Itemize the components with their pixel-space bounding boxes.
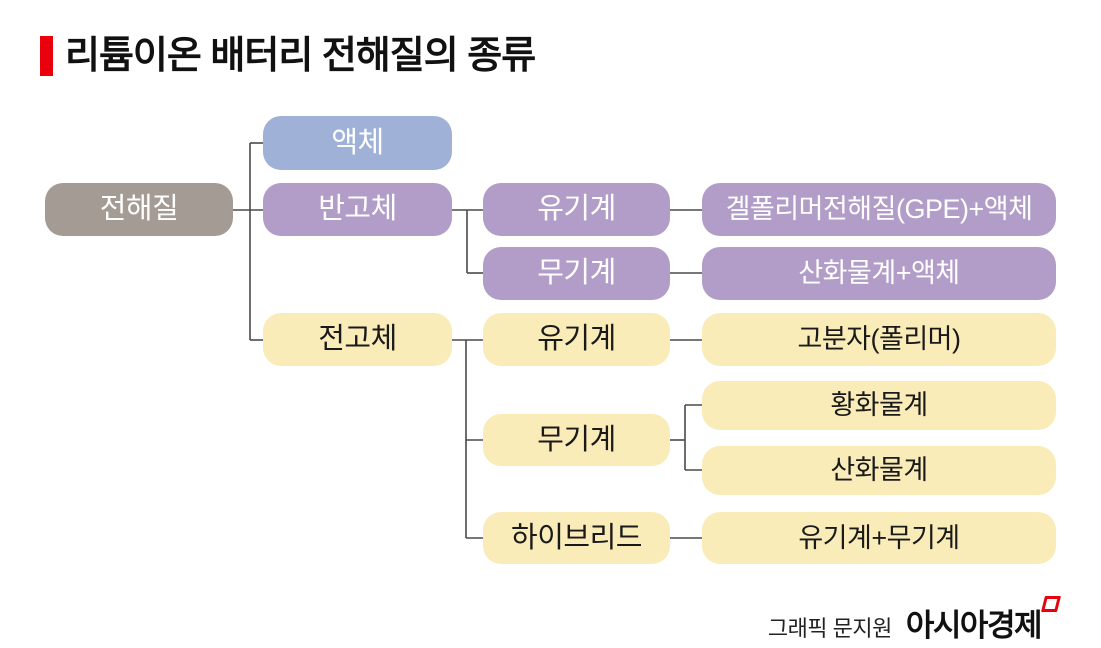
node-electrolyte: 전해질	[45, 183, 233, 236]
node-oxide: 산화물계	[702, 446, 1056, 495]
node-allsolid: 전고체	[263, 313, 452, 366]
title-row: 리튬이온 배터리 전해질의 종류	[40, 35, 536, 77]
footer: 그래픽 문지원 아시아경제	[767, 596, 1061, 645]
node-semisolid: 반고체	[263, 183, 452, 236]
graphic-credit: 그래픽 문지원	[767, 616, 893, 641]
node-gel-polymer-electrolyte: 겔폴리머전해질(GPE)+액체	[702, 183, 1056, 236]
title-accent-bar	[40, 36, 53, 76]
node-semisolid-organic: 유기계	[483, 183, 670, 236]
brand-logo-text: 아시아경제	[905, 608, 1043, 643]
node-liquid: 액체	[263, 116, 452, 170]
node-allsolid-inorganic: 무기계	[483, 414, 670, 466]
node-allsolid-organic: 유기계	[483, 313, 670, 366]
brand-speech-bubble-icon	[1041, 596, 1061, 612]
page-title: 리튬이온 배터리 전해질의 종류	[65, 35, 536, 77]
node-sulfide: 황화물계	[702, 381, 1056, 430]
node-organic-plus-inorganic: 유기계+무기계	[702, 512, 1056, 564]
node-oxide-plus-liquid: 산화물계+액체	[702, 247, 1056, 300]
node-polymer: 고분자(폴리머)	[702, 313, 1056, 366]
brand-logo: 아시아경제	[905, 596, 1061, 645]
node-semisolid-inorganic: 무기계	[483, 247, 670, 300]
node-hybrid: 하이브리드	[483, 512, 670, 564]
